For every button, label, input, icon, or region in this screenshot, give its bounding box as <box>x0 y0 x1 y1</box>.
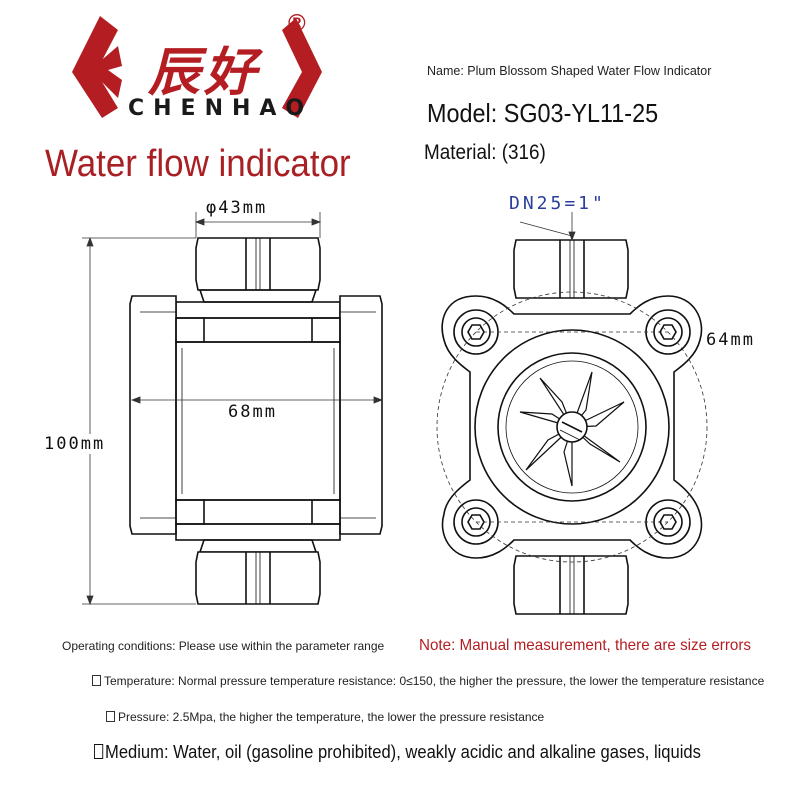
dim-flange: 64mm <box>706 330 755 350</box>
product-material: Material: (316) <box>424 141 546 164</box>
registered-mark: ® <box>288 10 306 37</box>
page-title: Water flow indicator <box>45 143 351 185</box>
dimension-lines-left <box>82 212 384 606</box>
dim-dn: DN25=1" <box>509 193 606 214</box>
logo-english-text: CHENHAO <box>128 96 314 121</box>
dimension-lines-right <box>436 212 708 563</box>
measurement-note: Note: Manual measurement, there are size… <box>419 637 752 654</box>
operating-conditions: Operating conditions: Please use within … <box>62 639 385 653</box>
dim-height: 100mm <box>44 434 106 454</box>
pressure-text: Pressure: 2.5Mpa, the higher the tempera… <box>118 710 545 724</box>
logo-mark-icon <box>72 16 322 118</box>
bullet-icon <box>106 711 115 722</box>
front-view-drawing <box>441 239 703 615</box>
temperature-spec: Temperature: Normal pressure temperature… <box>92 674 764 688</box>
pressure-spec: Pressure: 2.5Mpa, the higher the tempera… <box>106 710 544 724</box>
logo-chinese-text: 辰好 <box>148 43 261 103</box>
temperature-text: Temperature: Normal pressure temperature… <box>104 674 765 688</box>
medium-text: Medium: Water, oil (gasoline prohibited)… <box>105 742 701 762</box>
product-name: Name: Plum Blossom Shaped Water Flow Ind… <box>427 64 712 78</box>
product-model: Model: SG03-YL11-25 <box>427 98 659 128</box>
side-view-drawing <box>129 237 383 605</box>
medium-spec: Medium: Water, oil (gasoline prohibited)… <box>94 742 701 763</box>
bullet-icon <box>94 744 104 759</box>
dim-width: 68mm <box>228 402 277 422</box>
bullet-icon <box>92 675 101 686</box>
dim-top-diameter: φ43mm <box>206 198 268 218</box>
